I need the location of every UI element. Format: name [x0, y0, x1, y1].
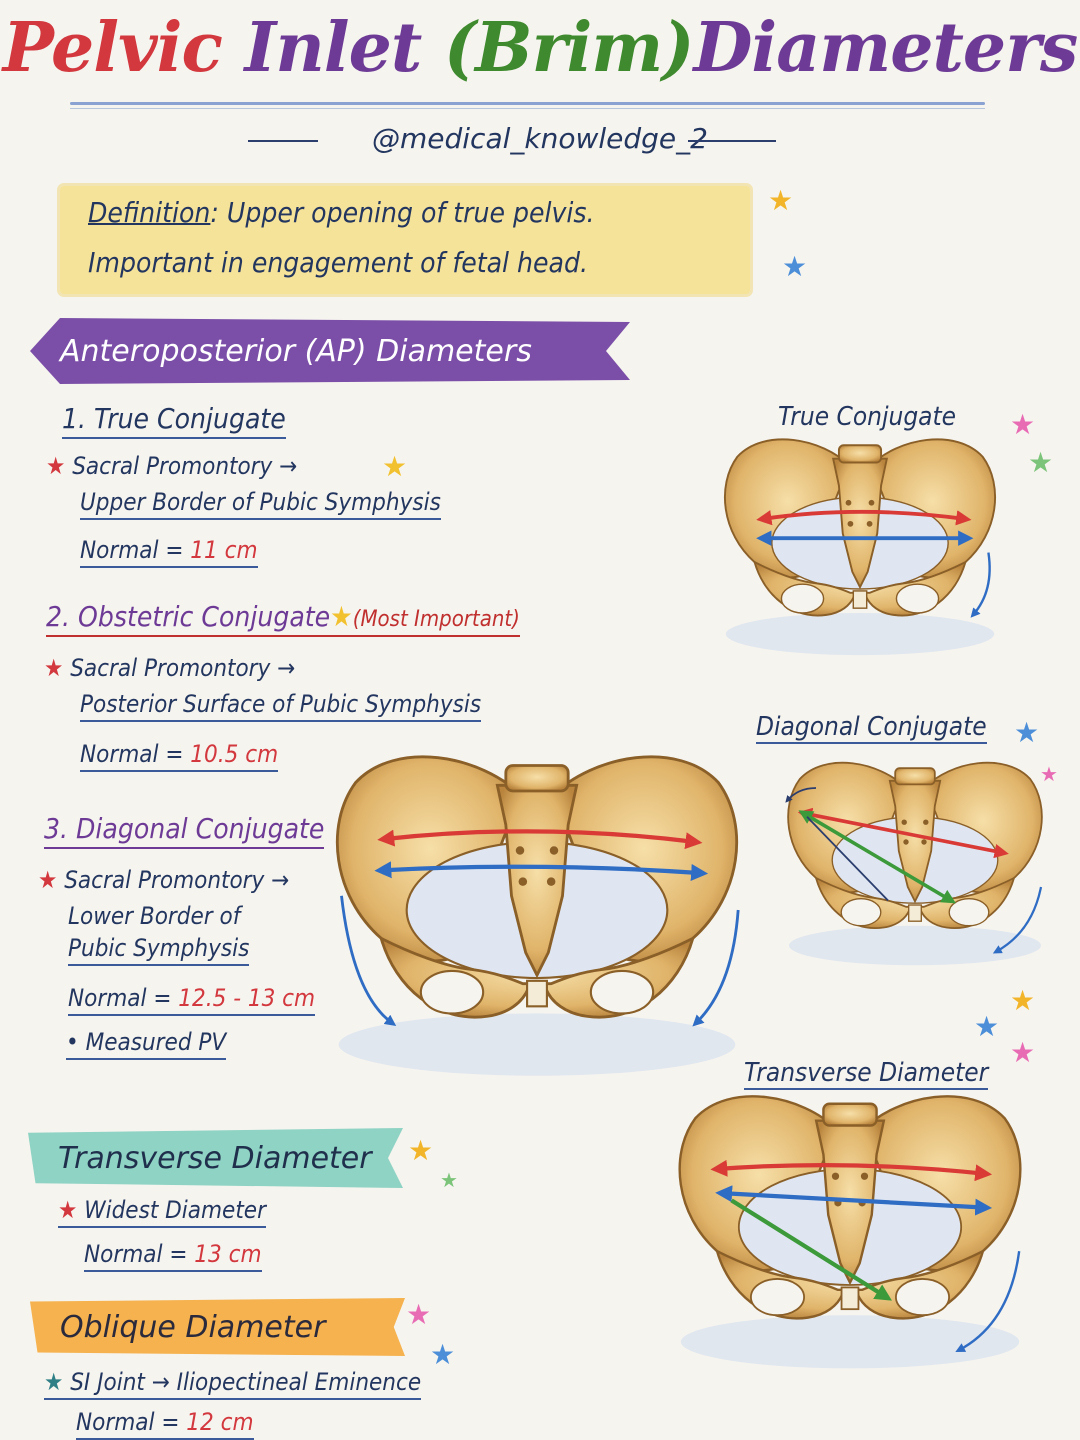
central-blue-arrow: [374, 861, 709, 881]
transverse-blue-arrow: [715, 1185, 993, 1216]
transverse-desc-text: Widest Diameter: [84, 1196, 266, 1224]
pelvis-transverse-diagram: [640, 1082, 1060, 1372]
obstetric-conjugate-heading: 2. Obstetric Conjugate★(Most Important): [46, 600, 520, 637]
normal-prefix: Normal =: [84, 1240, 195, 1268]
definition-label: Definition: [88, 196, 211, 229]
pelvis-central-diagram: [302, 740, 740, 1080]
star-icon: ★: [406, 1298, 432, 1331]
true-conjugate-from: ★ Sacral Promontory →: [46, 452, 297, 480]
star-icon: ★: [782, 250, 808, 283]
definition-text-2: Important in engagement of fetal head.: [88, 246, 588, 279]
star-icon: ★: [440, 1168, 458, 1192]
author-handle: @medical_knowledge_2: [372, 122, 708, 155]
star-icon: ★: [1040, 762, 1058, 786]
normal-prefix: Normal =: [80, 536, 191, 564]
oblique-desc: ★ SI Joint → Iliopectineal Eminence: [44, 1368, 422, 1400]
star-icon: ★: [330, 600, 353, 633]
swoosh-arrow-icon: [340, 895, 397, 1026]
normal-prefix: Normal =: [76, 1408, 187, 1436]
diagonal-conjugate-normal: Normal = 12.5 - 13 cm: [68, 984, 316, 1016]
transverse-red-arrow: [710, 1159, 993, 1182]
diagonal-navy-line: [806, 816, 889, 902]
definition-highlight-box: [60, 186, 750, 294]
transverse-diameter-diagram-label: Transverse Diameter: [744, 1058, 989, 1090]
handle-left-rule: [248, 140, 318, 142]
diagonal-conjugate-diagram-label: Diagonal Conjugate: [756, 712, 987, 744]
oblique-section-banner: Oblique Diameter: [30, 1298, 405, 1356]
pelvis-diagonal-conjugate-diagram: [785, 745, 1050, 975]
true-conjugate-value: 11 cm: [190, 536, 258, 564]
star-icon: ★: [58, 1196, 78, 1224]
normal-prefix: Normal =: [68, 984, 179, 1012]
obstetric-conjugate-from: ★ Sacral Promontory →: [44, 654, 295, 682]
star-icon: ★: [44, 654, 64, 682]
oblique-value: 12 cm: [186, 1408, 254, 1436]
diagonal-conjugate-from: ★ Sacral Promontory →: [38, 866, 289, 894]
ap-section-title: Anteroposterior (AP) Diameters: [60, 333, 532, 369]
star-icon: ★: [382, 450, 408, 483]
transverse-desc: ★ Widest Diameter: [58, 1196, 266, 1228]
obstetric-conjugate-from-text: Sacral Promontory →: [70, 654, 296, 682]
true-conjugate-diagram-label: True Conjugate: [778, 402, 957, 432]
star-icon: ★: [1010, 1036, 1036, 1069]
diagonal-conjugate-to-2: Pubic Symphysis: [68, 934, 250, 966]
oblique-section-title: Oblique Diameter: [60, 1309, 326, 1345]
true-conjugate-to: Upper Border of Pubic Symphysis: [80, 488, 441, 520]
handle-right-rule: [688, 140, 776, 142]
obstetric-conjugate-normal: Normal = 10.5 cm: [80, 740, 279, 772]
obstetric-conjugate-title: 2. Obstetric Conjugate: [46, 600, 331, 633]
star-icon: ★: [768, 184, 794, 217]
page-title: Pelvic Inlet (Brim)Diameters: [0, 8, 1080, 88]
diagonal-conjugate-to-1: Lower Border of: [68, 902, 241, 930]
diagonal-conjugate-value: 12.5 - 13 cm: [178, 984, 316, 1012]
oblique-desc-text: SI Joint → Iliopectineal Eminence: [70, 1368, 422, 1396]
normal-prefix: Normal =: [80, 740, 191, 768]
title-word-brim: (Brim): [444, 8, 694, 88]
pelvis-true-conjugate-diagram: [690, 428, 1030, 658]
swoosh-arrow-icon: [955, 1251, 1021, 1353]
title-underline: [70, 102, 985, 105]
true-conjugate-from-text: Sacral Promontory →: [72, 452, 298, 480]
star-icon: ★: [46, 452, 66, 480]
most-important-note: (Most Important): [352, 607, 520, 632]
transverse-normal: Normal = 13 cm: [84, 1240, 262, 1272]
diagonal-conjugate-from-text: Sacral Promontory →: [64, 866, 290, 894]
star-icon: ★: [974, 1010, 1000, 1043]
title-word-inlet: Inlet: [244, 8, 423, 88]
transverse-value: 13 cm: [194, 1240, 262, 1268]
star-icon: ★: [1028, 446, 1054, 479]
definition-text-1: : Upper opening of true pelvis.: [210, 196, 595, 229]
star-icon: ★: [1010, 408, 1036, 441]
true-conjugate-normal: Normal = 11 cm: [80, 536, 258, 568]
title-underline-thin: [70, 108, 985, 109]
transverse-section-title: Transverse Diameter: [58, 1140, 372, 1176]
central-red-arrow: [377, 829, 703, 850]
star-icon: ★: [430, 1338, 456, 1371]
swoosh-arrow-icon: [970, 552, 991, 618]
measured-pv-note: • Measured PV: [66, 1028, 227, 1060]
oblique-normal: Normal = 12 cm: [76, 1408, 254, 1440]
obstetric-conjugate-value: 10.5 cm: [190, 740, 279, 768]
title-word-diameters: Diameters: [693, 8, 1078, 88]
oblique-green-arrow: [730, 1198, 892, 1301]
transverse-section-banner: Transverse Diameter: [28, 1128, 403, 1188]
definition-line-1: Definition: Upper opening of true pelvis…: [88, 196, 595, 229]
curved-arrow-icon: [785, 787, 817, 803]
title-word-pelvic: Pelvic: [2, 8, 223, 88]
true-conjugate-heading: 1. True Conjugate: [62, 402, 286, 439]
star-icon: ★: [38, 866, 58, 894]
star-icon: ★: [408, 1134, 434, 1167]
star-icon: ★: [1010, 984, 1036, 1017]
diagonal-conjugate-heading: 3. Diagonal Conjugate: [44, 812, 325, 849]
obstetric-conjugate-to: Posterior Surface of Pubic Symphysis: [80, 690, 482, 722]
ap-section-banner: Anteroposterior (AP) Diameters: [30, 318, 630, 384]
swoosh-arrow-icon: [692, 909, 740, 1027]
star-icon: ★: [44, 1368, 64, 1396]
true-conjugate-red-arrow: [756, 509, 972, 526]
swoosh-arrow-icon: [992, 886, 1043, 954]
diagonal-green-arrow: [798, 810, 956, 904]
star-icon: ★: [1014, 716, 1040, 749]
